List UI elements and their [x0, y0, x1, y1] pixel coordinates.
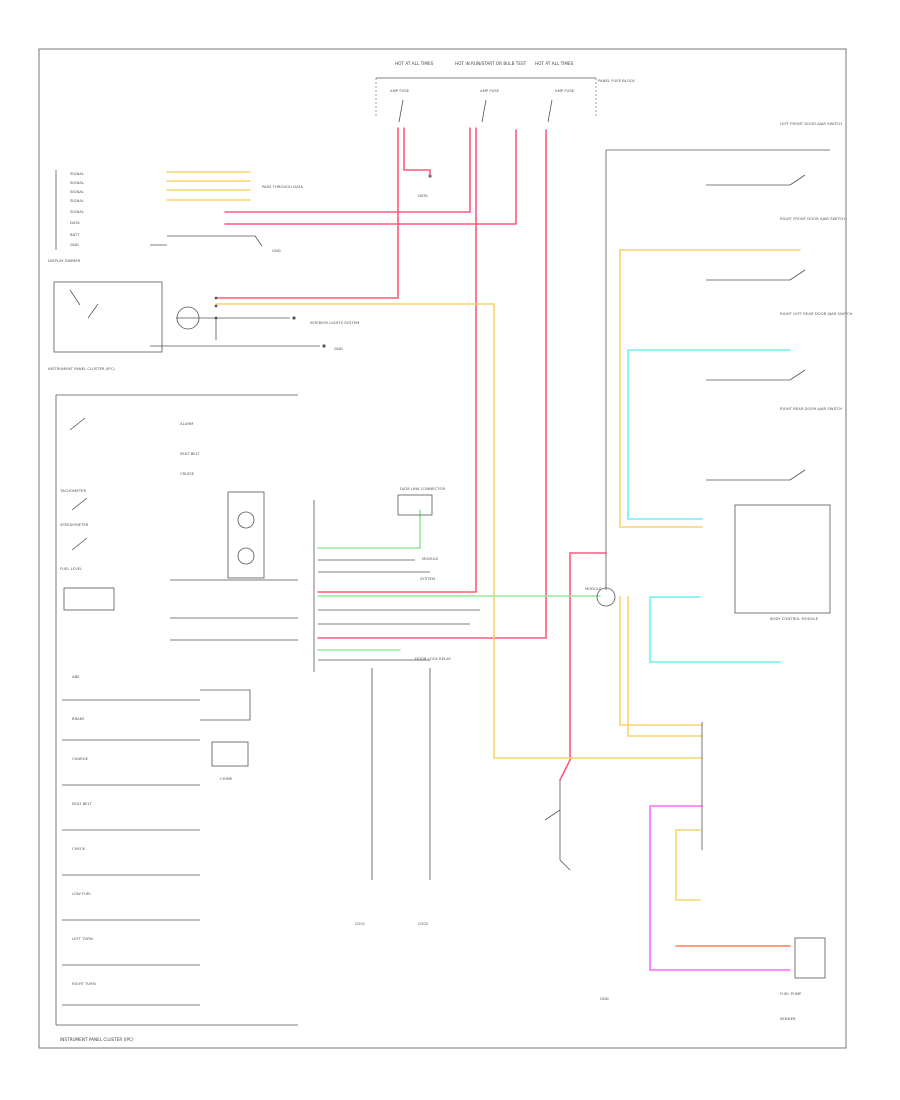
- svg-text:BODY CONTROL MODULE: BODY CONTROL MODULE: [770, 616, 819, 621]
- svg-text:CHARGE: CHARGE: [72, 756, 89, 761]
- bottom-right-area: FUEL PUMP SENDER GND: [544, 722, 826, 1021]
- svg-text:ABS: ABS: [72, 674, 80, 679]
- svg-text:LEFT FRONT DOOR AJAR SWITCH: LEFT FRONT DOOR AJAR SWITCH: [780, 121, 842, 126]
- svg-text:DATA: DATA: [70, 220, 80, 225]
- footer-caption: INSTRUMENT PANEL CLUSTER (IPC): [60, 1037, 134, 1042]
- center-connector: DATA LINK CONNECTOR MODULE SYSTEM DOOR L…: [313, 486, 480, 926]
- svg-text:SENDER: SENDER: [780, 1016, 796, 1021]
- center-right-module: MODULE: [585, 586, 616, 607]
- svg-text:RIGHT LEFT REAR DOOR AJAR SWIT: RIGHT LEFT REAR DOOR AJAR SWITCH: [780, 311, 853, 316]
- svg-text:CHECK: CHECK: [72, 846, 86, 851]
- svg-text:HOT AT ALL TIMES: HOT AT ALL TIMES: [395, 61, 434, 66]
- svg-text:CRUISE: CRUISE: [180, 471, 195, 476]
- svg-text:AMP FUSE: AMP FUSE: [480, 88, 500, 93]
- svg-text:CHIME: CHIME: [220, 776, 233, 781]
- svg-text:GND: GND: [600, 996, 609, 1001]
- green-wires: [317, 509, 601, 651]
- svg-text:G202: G202: [418, 921, 429, 926]
- svg-text:LEFT TURN: LEFT TURN: [72, 936, 93, 941]
- svg-text:G201: G201: [355, 921, 366, 926]
- svg-text:SIGNAL: SIGNAL: [70, 180, 85, 185]
- svg-text:AMP FUSE: AMP FUSE: [390, 88, 410, 93]
- diagram-frame: [38, 48, 847, 1049]
- red-power-wires: [215, 127, 607, 781]
- svg-text:SIGNAL: SIGNAL: [70, 209, 85, 214]
- svg-text:RIGHT TURN: RIGHT TURN: [72, 981, 96, 986]
- svg-text:LOW FUEL: LOW FUEL: [72, 891, 92, 896]
- svg-text:BATT: BATT: [70, 232, 80, 237]
- svg-text:MODULE: MODULE: [585, 586, 602, 591]
- svg-text:SPEEDOMETER: SPEEDOMETER: [60, 522, 89, 527]
- svg-text:DOOR LOCK RELAY: DOOR LOCK RELAY: [415, 656, 452, 661]
- svg-text:GND: GND: [70, 242, 79, 247]
- svg-text:INSTRUMENT PANEL CLUSTER (IPC): INSTRUMENT PANEL CLUSTER (IPC): [48, 366, 115, 371]
- svg-text:DATA LINK CONNECTOR: DATA LINK CONNECTOR: [400, 486, 445, 491]
- svg-text:FUEL PUMP: FUEL PUMP: [780, 991, 802, 996]
- svg-text:SEAT BELT: SEAT BELT: [180, 451, 200, 456]
- svg-text:TACHOMETER: TACHOMETER: [59, 488, 86, 493]
- cyan-wires: [627, 349, 791, 663]
- svg-text:ALARM: ALARM: [180, 421, 193, 426]
- right-switches: LEFT FRONT DOOR AJAR SWITCH RIGHT FRONT …: [605, 121, 853, 621]
- instrument-cluster: INSTRUMENT PANEL CLUSTER (IPC) ALARM SEA…: [48, 366, 298, 1026]
- svg-text:INTERIOR LIGHTS SYSTEM: INTERIOR LIGHTS SYSTEM: [310, 320, 359, 325]
- svg-text:PANEL FUSE BLOCK: PANEL FUSE BLOCK: [598, 78, 635, 83]
- svg-text:FUEL LEVEL: FUEL LEVEL: [60, 566, 83, 571]
- svg-text:GND: GND: [334, 346, 343, 351]
- panel-fuse-block: HOT AT ALL TIMES HOT IN RUN/START OR BUL…: [375, 61, 635, 198]
- svg-text:RIGHT FRONT DOOR AJAR SWITCH: RIGHT FRONT DOOR AJAR SWITCH: [780, 216, 845, 221]
- svg-text:SYSTEM: SYSTEM: [420, 576, 435, 581]
- svg-text:SIGNAL: SIGNAL: [70, 171, 85, 176]
- svg-text:MODULE: MODULE: [422, 556, 439, 561]
- left-signal-block: SIGNAL SIGNAL SIGNAL SIGNAL SIGNAL DATA …: [55, 170, 303, 253]
- display-dimmer-block: DISPLAY DIMMER INTERIOR LIGHTS SYSTEM GN…: [48, 258, 359, 353]
- svg-text:SIGNAL: SIGNAL: [70, 198, 85, 203]
- svg-text:GND: GND: [272, 248, 281, 253]
- svg-text:SEAT BELT: SEAT BELT: [72, 801, 92, 806]
- svg-text:RIGHT REAR DOOR AJAR SWITCH: RIGHT REAR DOOR AJAR SWITCH: [780, 406, 842, 411]
- svg-text:HOT AT ALL TIMES: HOT AT ALL TIMES: [535, 61, 574, 66]
- svg-text:DATA: DATA: [418, 193, 428, 198]
- svg-text:SIGNAL: SIGNAL: [70, 189, 85, 194]
- svg-text:HOT IN RUN/START OR BULB TEST: HOT IN RUN/START OR BULB TEST: [455, 61, 527, 66]
- yellow-wires: [166, 171, 801, 901]
- svg-text:AMP FUSE: AMP FUSE: [555, 88, 575, 93]
- svg-text:BRAKE: BRAKE: [72, 716, 85, 721]
- svg-text:DISPLAY DIMMER: DISPLAY DIMMER: [48, 258, 81, 263]
- svg-text:PASS THROUGH DATA: PASS THROUGH DATA: [262, 184, 303, 189]
- magenta-wires: [649, 805, 791, 971]
